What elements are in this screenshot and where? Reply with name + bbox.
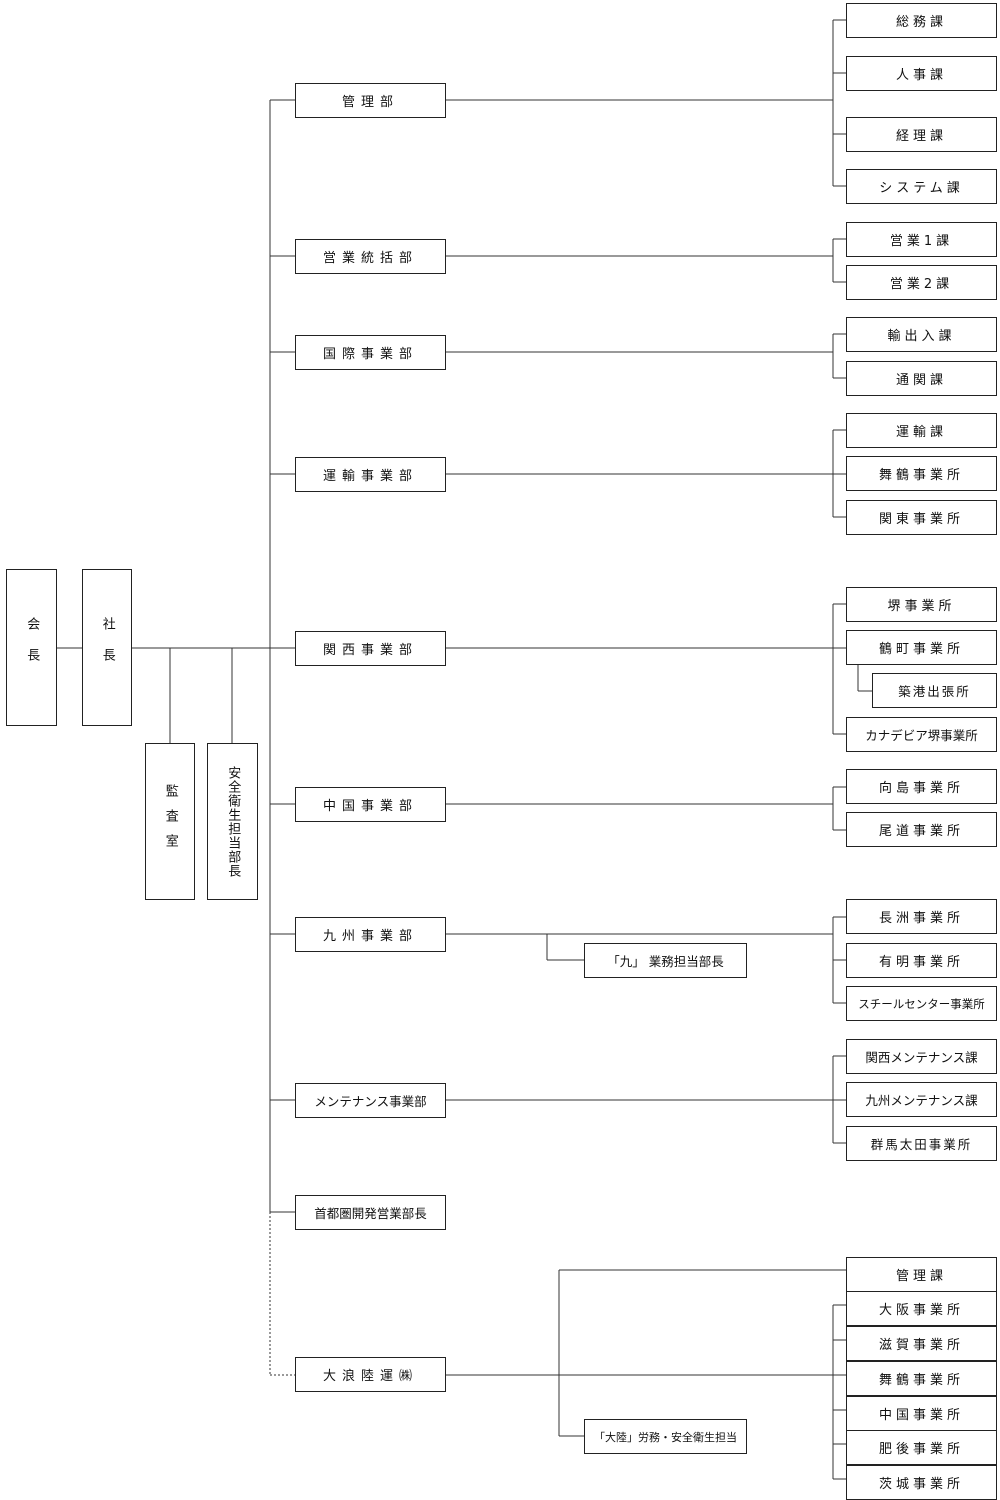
dept-chugoku: 中国事業部 — [295, 787, 446, 822]
section-onami-kanri: 管理課 — [846, 1257, 997, 1292]
section-osaka: 大阪事業所 — [846, 1291, 997, 1326]
section-higo: 肥後事業所 — [846, 1430, 997, 1465]
section-unyu: 運輸課 — [846, 413, 997, 448]
section-ibaraki: 茨城事業所 — [846, 1465, 997, 1500]
section-kyushu-maintenance: 九州メンテナンス課 — [846, 1082, 997, 1117]
section-onomichi: 尾道事業所 — [846, 812, 997, 847]
kyushu-manager-box: 「九」 業務担当部長 — [584, 943, 747, 978]
tairiku-manager-box: 「大陸」労務・安全衛生担当 — [584, 1419, 747, 1454]
section-kanto: 関東事業所 — [846, 500, 997, 535]
safety-manager-label: 安全衛生担当部長 — [225, 765, 241, 878]
safety-manager-box: 安全衛生担当部長 — [207, 743, 258, 900]
section-soumu: 総務課 — [846, 3, 997, 38]
section-nagasu: 長洲事業所 — [846, 899, 997, 934]
president-label: 社長 — [99, 616, 115, 679]
section-keiri: 経理課 — [846, 117, 997, 152]
dept-unyu: 運輸事業部 — [295, 457, 446, 492]
dept-onami: 大浪陸運㈱ — [295, 1357, 446, 1392]
section-tsukan: 通関課 — [846, 361, 997, 396]
dept-kyushu: 九州事業部 — [295, 917, 446, 952]
section-chikko: 築港出張所 — [872, 673, 997, 708]
section-steel-center: スチールセンター事業所 — [846, 986, 997, 1021]
dept-kokusai: 国際事業部 — [295, 335, 446, 370]
section-onami-chugoku: 中国事業所 — [846, 1396, 997, 1431]
section-mukaishima: 向島事業所 — [846, 769, 997, 804]
dept-kansai: 関西事業部 — [295, 631, 446, 666]
section-shiga: 滋賀事業所 — [846, 1326, 997, 1361]
section-eigyo-1: 営業1課 — [846, 222, 997, 257]
dept-shutoken: 首都圏開発営業部長 — [295, 1195, 446, 1230]
section-eigyo-2: 営業2課 — [846, 265, 997, 300]
dept-kanri: 管理部 — [295, 83, 446, 118]
section-jinji: 人事課 — [846, 56, 997, 91]
section-tsurumachi: 鶴町事業所 — [846, 630, 997, 665]
chairman-label: 会長 — [24, 616, 40, 679]
section-gunma-ota: 群馬太田事業所 — [846, 1126, 997, 1161]
section-kansai-maintenance: 関西メンテナンス課 — [846, 1039, 997, 1074]
section-system: システム課 — [846, 169, 997, 204]
section-onami-maizuru: 舞鶴事業所 — [846, 1361, 997, 1396]
president-box: 社長 — [82, 569, 132, 726]
section-ariake: 有明事業所 — [846, 943, 997, 978]
dept-maintenance: メンテナンス事業部 — [295, 1083, 446, 1118]
audit-office-label: 監査室 — [162, 784, 178, 859]
section-kanadevia-sakai: カナデビア堺事業所 — [846, 717, 997, 752]
section-maizuru: 舞鶴事業所 — [846, 456, 997, 491]
chairman-box: 会長 — [6, 569, 57, 726]
section-yushutsunyu: 輸出入課 — [846, 317, 997, 352]
dept-eigyo: 営業統括部 — [295, 239, 446, 274]
section-sakai: 堺事業所 — [846, 587, 997, 622]
audit-office-box: 監査室 — [145, 743, 195, 900]
